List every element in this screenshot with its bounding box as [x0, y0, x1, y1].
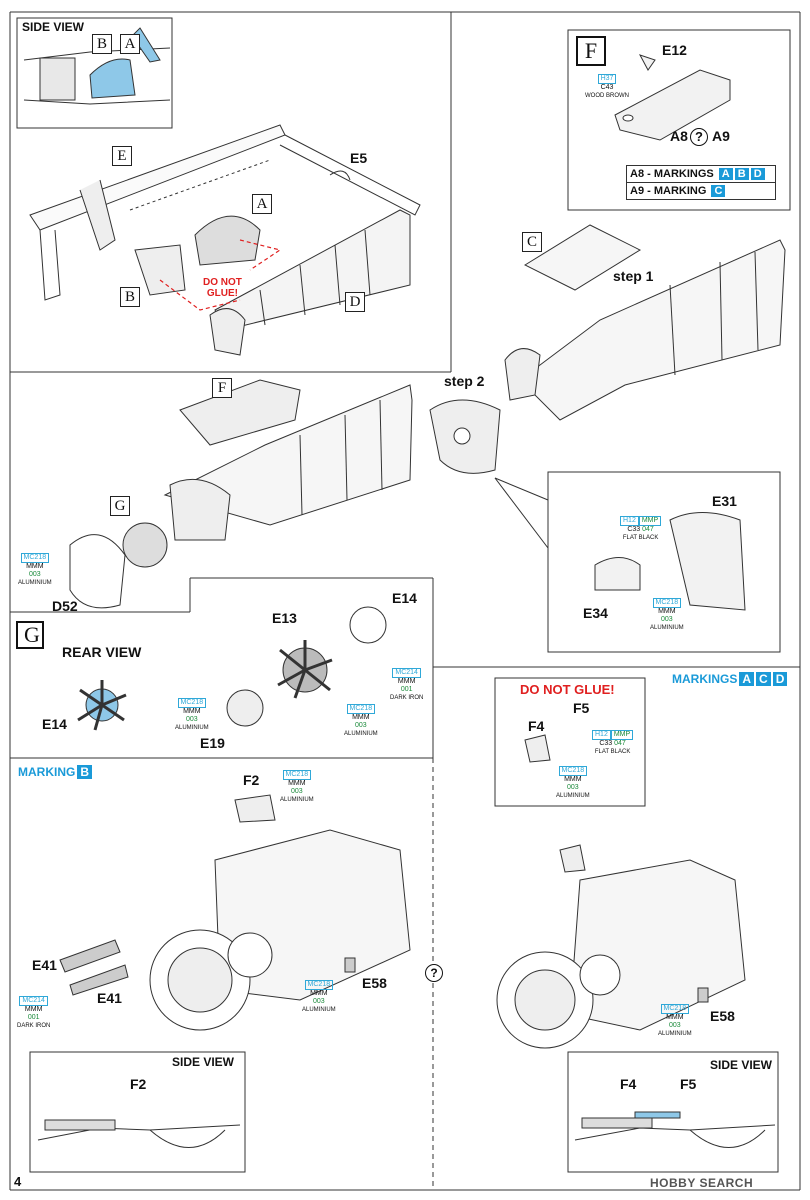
question-icon: ?: [690, 128, 708, 146]
part-label-a9: A9: [712, 128, 730, 144]
paint-alu-e19: MC218 MMM 003 ALUMINIUM: [175, 698, 209, 731]
paint-alu-e13: MC218 MMM 003 ALUMINIUM: [344, 704, 378, 737]
page-number: 4: [14, 1174, 22, 1189]
marking-row-a9-text: A9 - MARKING: [630, 185, 707, 197]
part-label-e34: E34: [583, 605, 608, 621]
marking-letter: B: [77, 765, 92, 779]
rear-view-label: REAR VIEW: [62, 644, 142, 660]
paint-alu-e58-acd: MC218 MMM 003 ALUMINIUM: [658, 1004, 692, 1037]
section-label-f: F: [576, 36, 606, 66]
paint-dark-iron-e14: MC214 MMM 001 DARK IRON: [390, 668, 424, 701]
marking-letter: B: [734, 168, 749, 180]
part-label-f5: F5: [573, 700, 590, 716]
marking-letter: C: [711, 185, 726, 197]
markings-acd-text: MARKINGS: [672, 672, 738, 686]
part-label-a8: A8: [670, 128, 688, 144]
part-label-f2-side: F2: [130, 1076, 147, 1092]
part-label-d: D: [345, 292, 365, 312]
marking-letter: A: [739, 672, 755, 686]
part-label-e58-b: E58: [710, 1008, 735, 1024]
marking-letter: D: [750, 168, 765, 180]
part-label-e13: E13: [272, 610, 297, 626]
part-label-f4: F4: [528, 718, 545, 734]
marking-letter: D: [772, 672, 788, 686]
part-label-e12: E12: [662, 42, 687, 58]
paint-alu-e58-b: MC218 MMM 003 ALUMINIUM: [302, 980, 336, 1013]
part-label-a-inset: A: [120, 34, 140, 54]
part-label-f5-side: F5: [680, 1076, 697, 1092]
paint-alu-d52: MC218 MMM 003 ALUMINIUM: [18, 553, 52, 586]
paint-alu-f2: MC218 MMM 003 ALUMINIUM: [280, 770, 314, 803]
part-label-e14: E14: [392, 590, 417, 606]
part-label-e14-rear: E14: [42, 716, 67, 732]
part-label-e31: E31: [712, 493, 737, 509]
part-label-b-inset: B: [92, 34, 112, 54]
part-label-f2: F2: [243, 772, 260, 788]
part-label-e19: E19: [200, 735, 225, 751]
part-label-a: A: [252, 194, 272, 214]
part-label-e41-a: E41: [32, 957, 57, 973]
part-label-f: F: [212, 378, 232, 398]
side-view-label-bottom-left: SIDE VIEW: [172, 1055, 235, 1069]
section-label-g: G: [24, 622, 40, 647]
side-view-label-top: SIDE VIEW: [22, 20, 85, 34]
marking-b-text: MARKING: [18, 765, 76, 779]
part-label-c: C: [522, 232, 542, 252]
marking-letter: C: [756, 672, 771, 686]
do-not-glue-note: DO NOT GLUE!: [203, 277, 242, 299]
marking-row-a8-text: A8 - MARKINGS: [630, 168, 714, 180]
paint-dark-iron-e41: MC214 MMM 001 DARK IRON: [17, 996, 51, 1029]
question-icon: ?: [425, 964, 443, 982]
watermark: HOBBY SEARCH: [650, 1176, 754, 1190]
marking-row-a9: A9 - MARKING C: [627, 183, 775, 199]
part-label-f4-side: F4: [620, 1076, 637, 1092]
part-label-g: G: [110, 496, 130, 516]
paint-wood-brown: H37 C43 WOOD BROWN: [585, 74, 629, 99]
do-not-glue-note-2: DO NOT GLUE!: [520, 682, 615, 697]
part-label-e5: E5: [350, 150, 368, 166]
part-label-b: B: [120, 287, 140, 307]
part-label-e58-a: E58: [362, 975, 387, 991]
paint-alu-e31: MC218 MMM 003 ALUMINIUM: [650, 598, 684, 631]
part-label-d52: D52: [52, 598, 78, 614]
part-label-e41-b: E41: [97, 990, 122, 1006]
step-2-label: step 2: [444, 373, 485, 389]
marking-letter: A: [718, 168, 733, 180]
step-1-label: step 1: [613, 268, 654, 284]
side-view-label-bottom-right: SIDE VIEW: [710, 1058, 773, 1072]
part-label-e: E: [112, 146, 132, 166]
paint-alu-f4: MC218 MMM 003 ALUMINIUM: [556, 766, 590, 799]
